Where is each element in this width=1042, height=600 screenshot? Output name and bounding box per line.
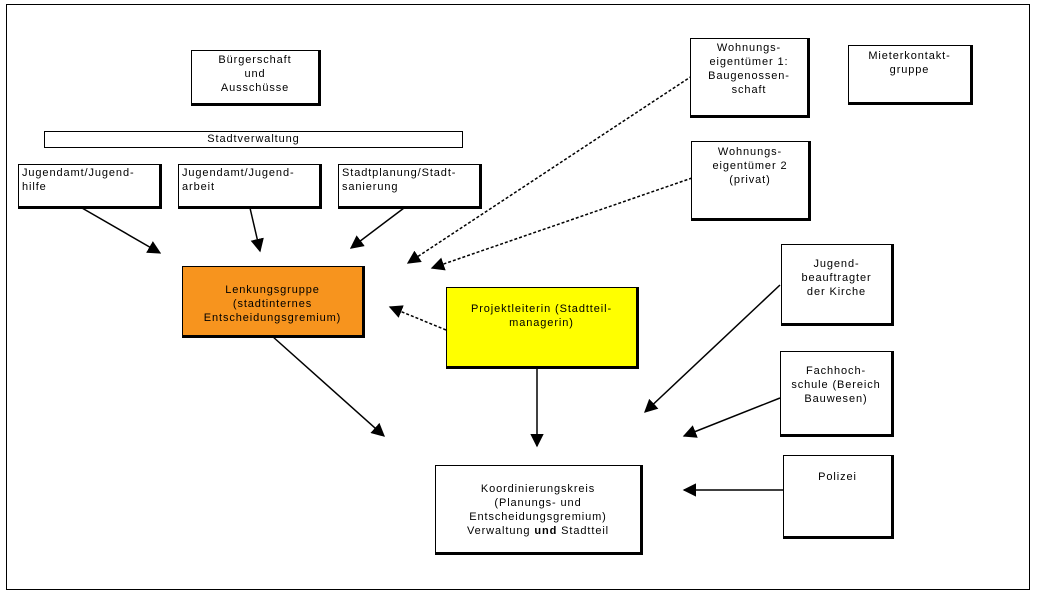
node-koordinierungskreis: Koordinierungskreis (Planungs- und Entsc… [435, 465, 643, 555]
node-stadtplanung: Stadtplanung/Stadt- sanierung [338, 164, 482, 209]
edge-projektleiterin-to-lenkungsgruppe [388, 305, 447, 331]
edge-wohnungseigentuemer2-to-lenkungsgruppe [430, 177, 693, 271]
edge-jugendamt-hilfe-to-lenkungsgruppe [81, 207, 162, 254]
node-jugendamt-hilfe: Jugendamt/Jugend- hilfe [18, 164, 162, 209]
koordinierungskreis-line4c: Stadtteil [557, 525, 610, 537]
node-lenkungsgruppe: Lenkungsgruppe (stadtinternes Entscheidu… [182, 266, 365, 338]
node-projektleiterin: Projektleiterin (Stadtteil- managerin) [446, 287, 639, 369]
edge-wohnungseigentuemer1-to-lenkungsgruppe [406, 75, 693, 264]
node-jugendamt-arbeit: Jugendamt/Jugend- arbeit [178, 164, 322, 209]
koordinierungskreis-line3: Entscheidungsgremium) [469, 511, 607, 523]
node-wohnungseigentuemer1: Wohnungs- eigentümer 1: Baugenossen- sch… [690, 38, 810, 118]
koordinierungskreis-line2: (Planungs- und [494, 497, 582, 509]
node-jugendbeauftragter: Jugend- beauftragter der Kirche [781, 244, 894, 326]
koordinierungskreis-line4: Verwaltung und Stadtteil [436, 524, 640, 538]
koordinierungskreis-line4a: Verwaltung [466, 525, 535, 537]
edge-stadtplanung-to-lenkungsgruppe [349, 207, 405, 249]
node-wohnungseigentuemer2: Wohnungs- eigentümer 2 (privat) [691, 141, 811, 221]
edge-jugendamt-arbeit-to-lenkungsgruppe [249, 207, 264, 253]
koordinierungskreis-line1: Koordinierungskreis [480, 483, 596, 495]
koordinierungskreis-line4-bold: und [534, 525, 558, 537]
node-polizei: Polizei [783, 455, 894, 539]
node-fachhochschule: Fachhoch- schule (Bereich Bauwesen) [780, 351, 894, 437]
node-buergerschaft: Bürgerschaft und Ausschüsse [191, 50, 321, 106]
node-mieterkontakt: Mieterkontakt- gruppe [848, 45, 973, 105]
edge-jugendbeauftragter-to-koordinierungskreis [644, 284, 781, 413]
edge-fachhochschule-to-koordinierungskreis [682, 397, 781, 438]
node-stadtverwaltung: Stadtverwaltung [44, 131, 463, 148]
edge-lenkungsgruppe-to-koordinierungskreis [271, 335, 386, 437]
